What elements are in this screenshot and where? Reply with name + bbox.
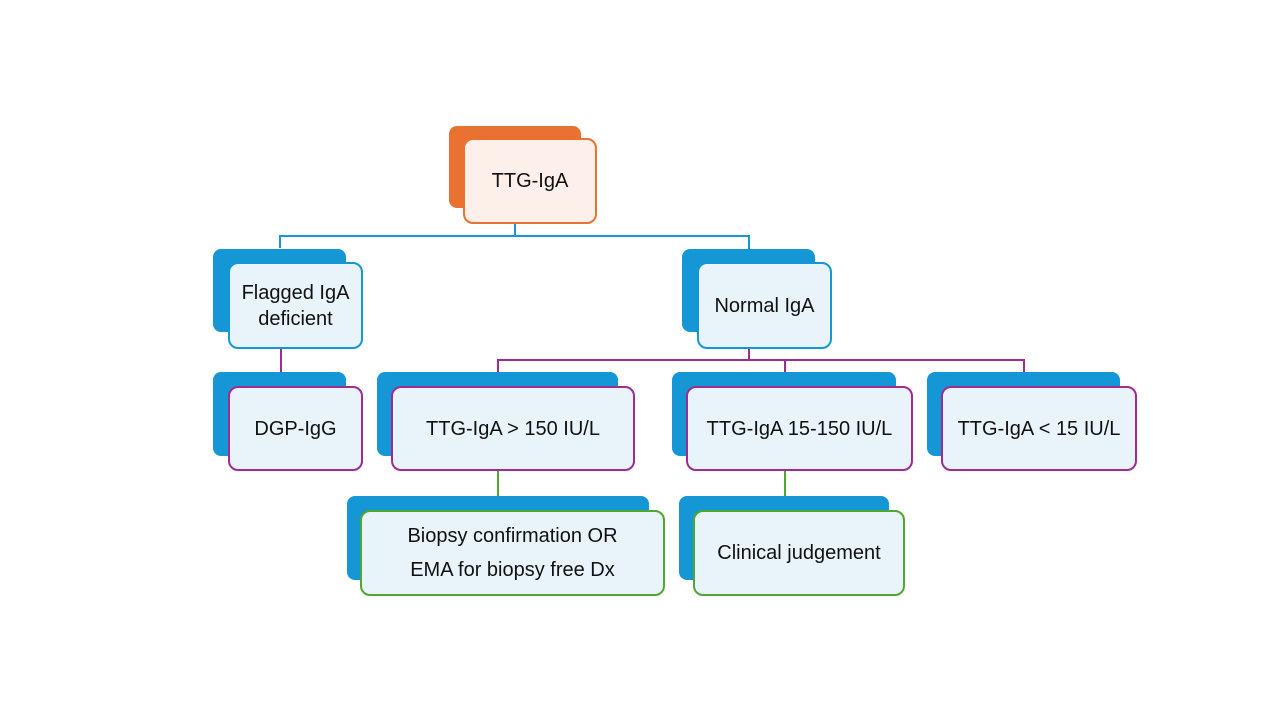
node-card: Biopsy confirmation OR EMA for biopsy fr… xyxy=(360,510,665,596)
node-card: Flagged IgA deficient xyxy=(228,262,363,349)
connector-root-to-children xyxy=(279,235,750,250)
node-card: Normal IgA xyxy=(697,262,832,349)
node-card: TTG-IgA < 15 IU/L xyxy=(941,386,1137,471)
node-label: Clinical judgement xyxy=(717,542,881,564)
node-label: TTG-IgA xyxy=(491,170,569,192)
node-card: TTG-IgA > 150 IU/L xyxy=(391,386,635,471)
connector-normal-to-children xyxy=(497,359,1025,372)
node-label: TTG-IgA < 15 IU/L xyxy=(957,417,1121,440)
node-card: TTG-IgA xyxy=(463,138,597,224)
node-card: TTG-IgA 15-150 IU/L xyxy=(686,386,913,471)
node-label: Biopsy confirmation OR EMA for biopsy fr… xyxy=(407,525,618,581)
node-card: DGP-IgG xyxy=(228,386,363,471)
node-label: TTG-IgA > 150 IU/L xyxy=(426,417,600,440)
node-label: DGP-IgG xyxy=(254,417,337,440)
node-label: Normal IgA xyxy=(714,294,815,317)
node-label: TTG-IgA 15-150 IU/L xyxy=(706,417,893,440)
node-label: Flagged IgA deficient xyxy=(241,281,350,330)
node-card: Clinical judgement xyxy=(693,510,905,596)
